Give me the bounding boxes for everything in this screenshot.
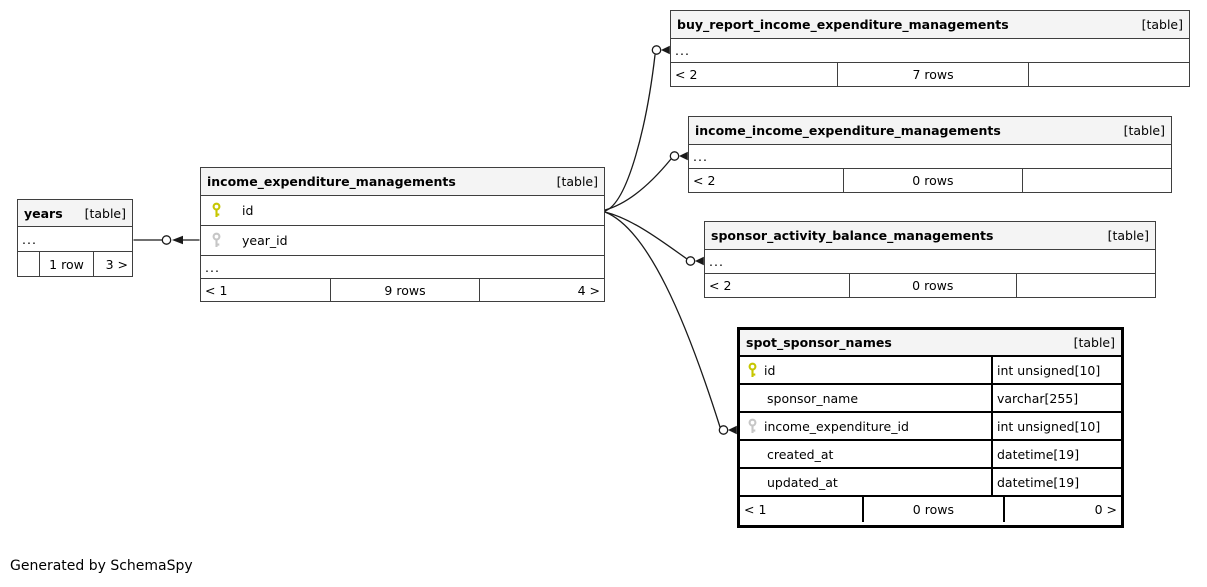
table-header: years [table] [18,200,132,227]
table-stats-footer: < 2 0 rows [705,274,1155,297]
children-count [1021,169,1171,192]
fk-arrowhead [661,45,670,55]
fk-arrowhead [728,425,737,435]
zero-or-one-circle [669,151,680,161]
parents-count: < 2 [709,278,732,293]
relationship-line-iem-sponsoractivity [604,211,688,260]
zero-or-one-circle [161,235,172,245]
column-row-updated-at: updated_at datetime[19] [740,469,1121,497]
collapsed-columns-row: ... [671,39,1189,63]
table-node-years[interactable]: years [table] ... 1 row 3 > [17,199,133,277]
table-header: sponsor_activity_balance_managements [ta… [705,222,1155,250]
table-name-link[interactable]: buy_report_income_expenditure_management… [677,17,1009,32]
table-stats-footer: < 1 9 rows 4 > [201,279,604,301]
column-row-created-at: created_at datetime[19] [740,441,1121,469]
generator-note: Generated by SchemaSpy [10,558,193,574]
column-row-id: id int unsigned[10] [740,357,1121,385]
table-header: buy_report_income_expenditure_management… [671,11,1189,39]
column-row-income-expenditure-id: income_expenditure_id int unsigned[10] [740,413,1121,441]
relationship-line-iem-incomeincome [604,158,672,211]
row-count: 9 rows [329,279,479,301]
table-header: income_income_expenditure_managements [t… [689,117,1171,145]
table-stats-footer: < 2 7 rows [671,63,1189,86]
column-type: datetime[19] [991,441,1121,467]
primary-key-icon [748,362,757,377]
column-row-year-id: year_id [201,226,604,256]
table-badge: [table] [1123,123,1165,138]
row-count: 0 rows [843,169,1021,192]
collapsed-columns-row: ... [705,250,1155,274]
primary-key-icon [212,202,221,217]
table-stats-footer: < 2 0 rows [689,169,1171,192]
table-node-sponsor-activity-balance-managements[interactable]: sponsor_activity_balance_managements [ta… [704,221,1156,298]
column-name: id [764,362,776,378]
fk-arrowhead [679,151,688,161]
column-type: int unsigned[10] [991,357,1121,383]
row-count: 0 rows [849,274,1016,297]
column-row-id: id [201,196,604,226]
column-name: sponsor_name [767,390,859,406]
table-node-spot-sponsor-names[interactable]: spot_sponsor_names [table] id int unsign… [737,327,1124,528]
table-node-income-expenditure-managements[interactable]: income_expenditure_managements [table] i… [200,167,605,302]
column-type: datetime[19] [991,469,1121,495]
table-node-buy-report-income-expenditure-managements[interactable]: buy_report_income_expenditure_management… [670,10,1190,87]
foreign-key-icon [748,418,757,433]
row-count: 1 row [39,252,93,276]
table-header: income_expenditure_managements [table] [201,168,604,196]
zero-or-one-circle [651,45,662,55]
parents-count [18,252,39,276]
column-name: income_expenditure_id [764,418,909,434]
relationship-line-iem-spotsponsor [604,211,721,428]
parents-count: < 2 [693,173,716,188]
table-stats-footer: < 1 0 rows 0 > [740,497,1121,522]
table-header: spot_sponsor_names [table] [740,330,1121,357]
parents-count: < 1 [205,282,228,298]
children-count: 3 > [93,252,132,276]
table-badge: [table] [84,205,126,221]
table-name-link[interactable]: income_expenditure_managements [207,174,456,189]
foreign-key-icon [212,232,221,247]
children-count [1028,63,1189,86]
fk-arrowhead [172,235,183,245]
table-badge: [table] [1107,228,1149,243]
zero-or-one-circle [718,425,729,435]
column-name: created_at [767,446,834,462]
table-name-link[interactable]: sponsor_activity_balance_managements [711,228,994,243]
column-type: int unsigned[10] [991,413,1121,439]
collapsed-columns-row: ... [201,256,604,279]
fk-arrowhead [695,256,704,266]
relationship-line-iem-buyreport [604,54,656,212]
zero-or-one-circle [685,256,696,266]
table-badge: [table] [1141,17,1183,32]
parents-count: < 2 [675,67,698,82]
table-badge: [table] [1073,335,1115,350]
table-name-link[interactable]: income_income_expenditure_managements [695,123,1001,138]
table-name-link[interactable]: years [24,205,63,221]
collapsed-columns-row: ... [18,227,132,252]
parents-count: < 1 [744,502,767,517]
table-badge: [table] [556,174,598,189]
column-row-sponsor-name: sponsor_name varchar[255] [740,385,1121,413]
row-count: 0 rows [861,497,1003,522]
row-count: 7 rows [836,63,1029,86]
children-count: 4 > [479,279,604,301]
column-name: updated_at [767,474,838,490]
table-stats-footer: 1 row 3 > [18,252,132,276]
children-count: 0 > [1002,497,1121,522]
table-name-link[interactable]: spot_sponsor_names [746,335,892,350]
column-name: id [242,203,254,218]
table-node-income-income-expenditure-managements[interactable]: income_income_expenditure_managements [t… [688,116,1172,193]
collapsed-columns-row: ... [689,145,1171,169]
children-count [1015,274,1156,297]
column-type: varchar[255] [991,385,1121,411]
column-name: year_id [242,233,288,248]
